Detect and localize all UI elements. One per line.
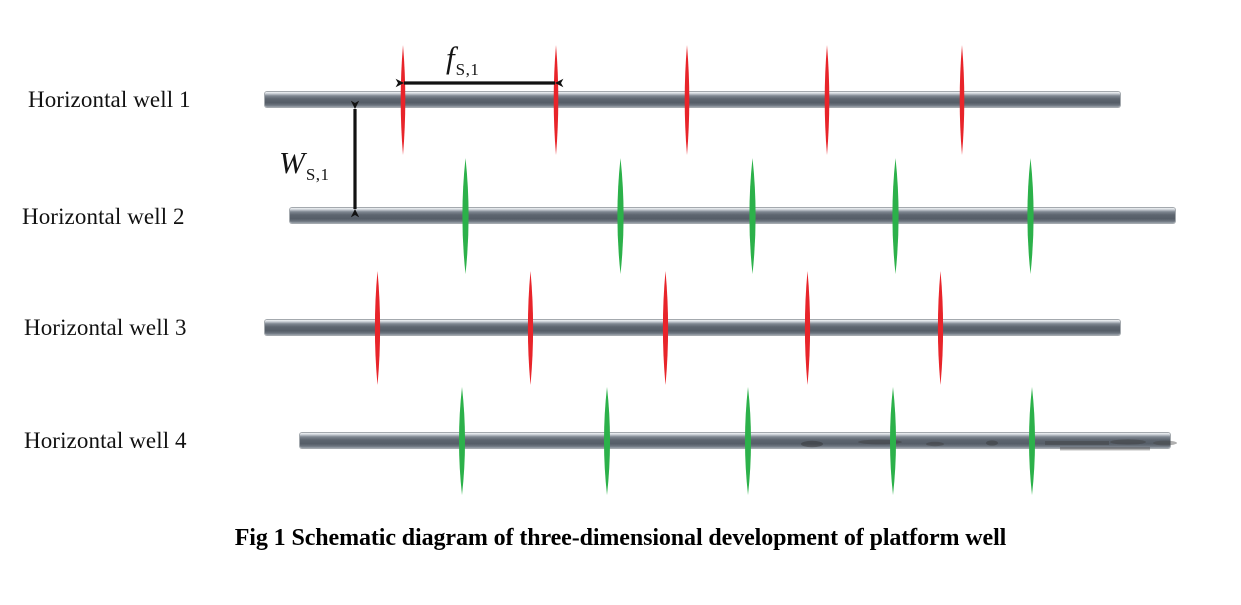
fracture-spacing-symbol: f xyxy=(446,40,455,75)
wellbore-pipe-2 xyxy=(290,208,1175,223)
fracture-plane-w1-2 xyxy=(549,43,563,157)
fracture-plane-w3-2 xyxy=(523,269,538,387)
wellbore-pipe-1 xyxy=(265,92,1120,107)
wellbore-pipe-4 xyxy=(300,433,1170,448)
fracture-plane-w4-3 xyxy=(740,385,756,497)
fracture-plane-w4-2 xyxy=(599,385,615,497)
figure-caption: Fig 1 Schematic diagram of three-dimensi… xyxy=(234,525,1007,551)
fracture-plane-w3-5 xyxy=(933,269,948,387)
fracture-plane-w3-3 xyxy=(658,269,673,387)
well-spacing-symbol: W xyxy=(279,145,305,180)
wellbore-pipe-3 xyxy=(265,320,1120,335)
well-spacing-label: WS,1 xyxy=(279,145,329,183)
well-spacing-subscript: S,1 xyxy=(305,165,330,184)
fracture-plane-w2-1 xyxy=(457,156,474,276)
fracture-plane-w2-5 xyxy=(1022,156,1039,276)
fracture-spacing-subscript: S,1 xyxy=(455,60,480,79)
fracture-plane-w2-3 xyxy=(744,156,761,276)
fracture-plane-w1-4 xyxy=(820,43,834,157)
fracture-plane-w4-5 xyxy=(1024,385,1040,497)
fracture-plane-w3-1 xyxy=(370,269,385,387)
fracture-plane-w1-3 xyxy=(680,43,694,157)
well-label-3: Horizontal well 3 xyxy=(24,315,187,340)
fracture-plane-w3-4 xyxy=(800,269,815,387)
fracture-plane-w1-5 xyxy=(955,43,969,157)
fracture-plane-w2-4 xyxy=(887,156,904,276)
fracture-spacing-label: fS,1 xyxy=(446,40,479,78)
fracture-plane-w1-1 xyxy=(396,43,410,157)
well-label-4: Horizontal well 4 xyxy=(24,428,187,453)
well-label-2: Horizontal well 2 xyxy=(22,204,185,229)
fracture-plane-w2-2 xyxy=(612,156,629,276)
fracture-plane-w4-4 xyxy=(885,385,901,497)
well-label-1: Horizontal well 1 xyxy=(28,87,191,112)
fracture-plane-w4-1 xyxy=(454,385,470,497)
